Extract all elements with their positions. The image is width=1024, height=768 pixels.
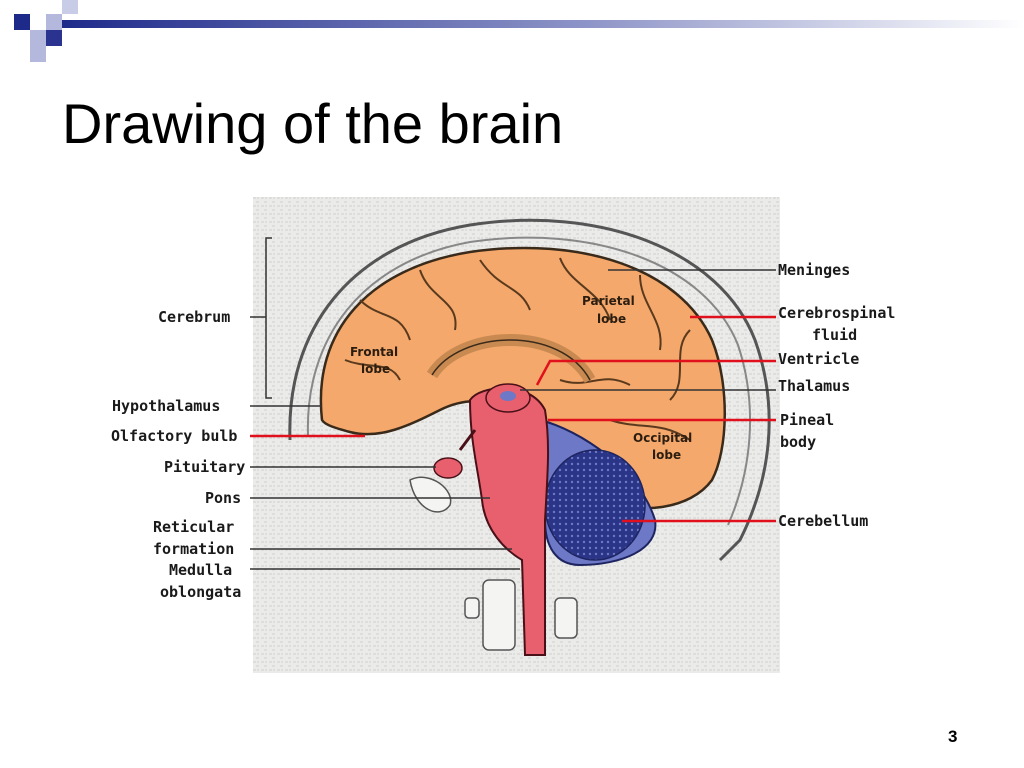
- label-reticular: Reticular: [153, 518, 234, 536]
- label-hypothalamus: Hypothalamus: [112, 397, 220, 415]
- pituitary-shape: [433, 457, 463, 479]
- deco-square: [62, 0, 78, 14]
- meninges-layer: [306, 236, 752, 526]
- label-oblongata: oblongata: [160, 583, 241, 601]
- parietal-lobe-label-2: lobe: [597, 312, 626, 326]
- deco-square: [30, 30, 46, 46]
- spine-vertebrae: [409, 476, 578, 651]
- deco-square: [14, 14, 30, 30]
- label-body: body: [780, 433, 816, 451]
- occipital-lobe-label-2: lobe: [652, 448, 681, 462]
- label-medulla: Medulla: [169, 561, 232, 579]
- label-cerebellum: Cerebellum: [778, 512, 868, 530]
- label-thalamus: Thalamus: [778, 377, 850, 395]
- skull-outline: [288, 218, 771, 562]
- label-fluid: fluid: [812, 326, 857, 344]
- label-formation: formation: [153, 540, 234, 558]
- cerebellum-arbor: [544, 449, 646, 561]
- slide-title: Drawing of the brain: [62, 92, 564, 155]
- cerebrum-bracket: [265, 237, 272, 399]
- label-cerebrum: Cerebrum: [158, 308, 230, 326]
- label-ventricle: Ventricle: [778, 350, 859, 368]
- deco-square: [30, 46, 46, 62]
- page-number: 3: [948, 727, 958, 746]
- slide-decoration: [14, 0, 1024, 62]
- label-cerebrospinal: Cerebrospinal: [778, 304, 895, 322]
- label-meninges: Meninges: [778, 261, 850, 279]
- deco-square: [46, 30, 62, 46]
- cerebrum-folds: [344, 257, 691, 441]
- label-pineal: Pineal: [780, 411, 834, 429]
- frontal-lobe-label: Frontal: [350, 345, 398, 359]
- third-ventricle: [500, 391, 516, 401]
- header-gradient-bar: [60, 20, 1024, 28]
- frontal-lobe-label-2: lobe: [361, 362, 390, 376]
- label-pons: Pons: [205, 489, 241, 507]
- cerebrum-shape: [319, 246, 726, 510]
- occipital-lobe-label: Occipital: [633, 431, 692, 445]
- label-olfactory-bulb: Olfactory bulb: [111, 427, 237, 445]
- label-pituitary: Pituitary: [164, 458, 245, 476]
- deco-square: [46, 14, 62, 30]
- parietal-lobe-label: Parietal: [582, 294, 635, 308]
- left-leader-lines: [250, 316, 520, 570]
- right-leader-lines: [520, 269, 776, 523]
